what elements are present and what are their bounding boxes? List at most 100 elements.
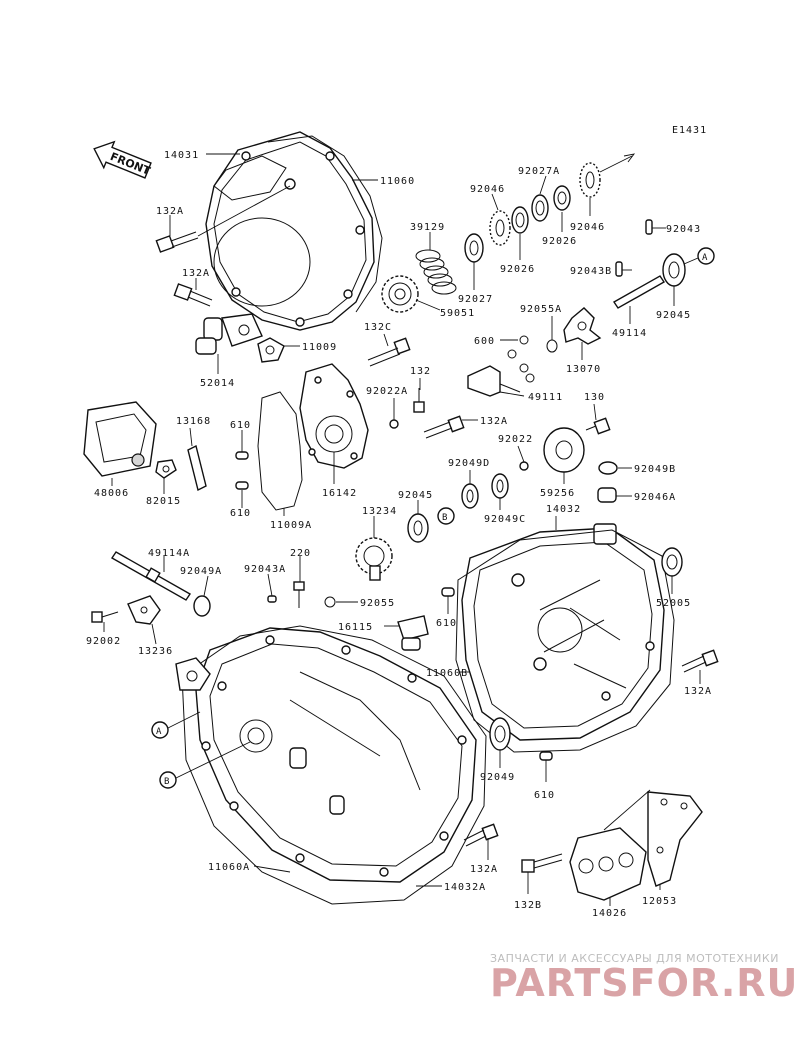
part-label: 92046 [470,184,505,195]
pin-92043a [267,595,277,603]
bolt-132a-lower-right [463,823,499,847]
part-label: 130 [584,392,605,403]
impeller-13070 [563,307,602,345]
washer-92027a [531,194,549,222]
bolt-132 [413,388,425,413]
part-label: 52005 [656,598,691,609]
bolt-132c [367,337,411,367]
part-label: 14026 [592,908,627,919]
steel-balls-600 [507,335,535,383]
part-label: 11060B [426,668,468,679]
part-label: 92045 [656,310,691,321]
dowel-pin-610-c [441,587,455,597]
part-label: 92045 [398,490,433,501]
dowel-pin-610-d [539,751,553,761]
washer-92027 [464,233,484,263]
part-label: 132A [480,416,508,427]
part-label: 132A [470,864,498,875]
svg-text:A: A [702,253,708,263]
callout-a-upper: A [683,247,715,265]
part-label: 14032 [546,504,581,515]
part-label: 11060 [380,176,415,187]
watermark-brand: PARTSFOR.RU [490,961,798,1005]
oring-92055 [324,596,336,608]
callout-b-upper: B [437,507,455,525]
circlip-92055a [546,339,558,353]
link-13168 [187,444,207,492]
part-label: 14031 [164,150,199,161]
pin-92043 [645,219,653,235]
callout-b-lower: B [159,741,251,789]
part-label: 92043 [666,224,701,235]
bolt-92002 [91,611,119,623]
outer-cover-14031 [205,131,375,331]
gasket-11060 [267,135,383,313]
dowel-pin-610-a [235,451,249,460]
lever-13236 [127,595,161,625]
svg-text:B: B [442,513,447,523]
part-label: 92022A [366,386,408,397]
part-label: 92049 [480,772,515,783]
part-label: 132 [410,366,431,377]
part-label: 600 [474,336,495,347]
gasket-11060b [455,529,675,753]
part-label: 92046 [570,222,605,233]
diagram-code: E1431 [672,125,707,136]
clutch-cover-14032 [461,523,665,741]
part-label: 92049D [448,458,490,469]
part-label: 14032A [444,882,486,893]
watermark: ЗАПЧАСТИ И АКСЕССУАРЫ ДЛЯ МОТОТЕХНИКИ PA… [490,952,798,1005]
part-label: 92043B [570,266,612,277]
part-label: 610 [230,420,251,431]
part-label: 92043A [244,564,286,575]
seal-92049a [193,595,211,617]
gear-13234 [355,537,393,581]
gasket-11009 [257,337,285,363]
part-label: 13234 [362,506,397,517]
part-label: 92049B [634,464,676,475]
part-label: 13070 [566,364,601,375]
part-label: 92049C [484,514,526,525]
seal-92049d [461,483,479,509]
washer-92022 [519,461,529,471]
part-label: 59256 [540,488,575,499]
dowel-pin-610-b [235,481,249,490]
shaft-49111 [467,365,521,397]
gasket-top-left [175,657,211,691]
gear-59051 [381,275,419,313]
part-label: 12053 [642,896,677,907]
part-label: 92049A [180,566,222,577]
part-label: 92055 [360,598,395,609]
callout-a-lower: A [151,711,201,739]
part-label: 11009A [270,520,312,531]
part-label: 49114 [612,328,647,339]
bolt-130 [585,417,611,435]
part-label: 132A [684,686,712,697]
bolt-132a-lower [173,283,213,307]
gasket-11060a [181,625,487,905]
part-label: 16115 [338,622,373,633]
part-label: 610 [534,790,555,801]
gasket-11009a [257,391,303,511]
part-label: 220 [290,548,311,559]
bracket-12053 [647,791,703,887]
shaft-49114 [612,275,666,309]
part-label: 132A [182,268,210,279]
seal-92045 [662,253,686,287]
part-label: 92026 [500,264,535,275]
part-label: 13236 [138,646,173,657]
spring-39129 [415,249,457,295]
guard-14026 [569,827,647,901]
part-label: 16142 [322,488,357,499]
part-label: 132A [156,206,184,217]
part-label: 11009 [302,342,337,353]
shaft-49114a [111,551,191,601]
part-label: 92046A [634,492,676,503]
bearing-92046 [489,210,511,246]
front-arrow-icon: FRONT [93,140,153,179]
part-labels: 14031 11060 132A 132A 39129 92046 92027A… [86,150,712,919]
watermark-tagline: ЗАПЧАСТИ И АКСЕССУАРЫ ДЛЯ МОТОТЕХНИКИ [490,952,779,965]
washer-92049b [598,461,618,475]
part-label: 59051 [440,308,475,319]
pipe-fitting-52014 [195,313,263,355]
